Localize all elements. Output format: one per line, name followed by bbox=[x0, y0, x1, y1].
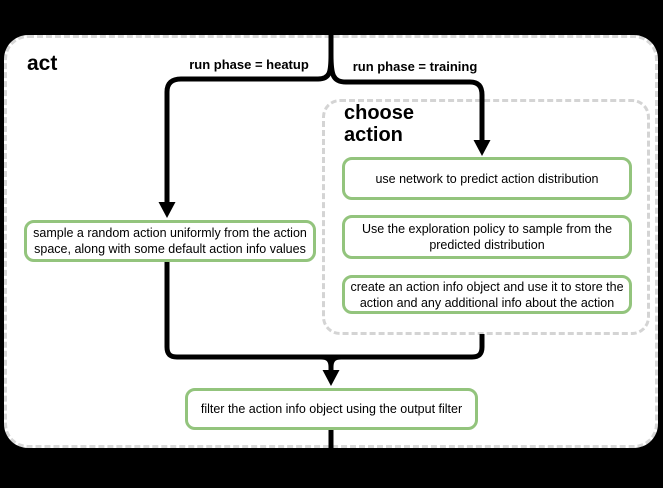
training-arrowhead-icon bbox=[473, 140, 491, 156]
heatup-merge-line bbox=[164, 260, 331, 360]
branch-label-training: run phase = training bbox=[352, 59, 478, 74]
node-exploration-policy-sample: Use the exploration policy to sample fro… bbox=[342, 215, 632, 259]
merge-arrowhead-icon bbox=[322, 370, 340, 386]
heatup-branch-line bbox=[164, 54, 334, 203]
merge-drop-line bbox=[320, 354, 342, 371]
training-branch-line bbox=[328, 54, 485, 141]
act-title: act bbox=[27, 52, 58, 75]
choose-action-title: choose action bbox=[344, 102, 415, 146]
heatup-arrowhead-icon bbox=[158, 202, 176, 218]
training-merge-line bbox=[331, 334, 485, 360]
node-predict-action-distribution: use network to predict action distributi… bbox=[342, 157, 632, 200]
node-create-action-info: create an action info object and use it … bbox=[342, 275, 632, 314]
node-filter-action-info: filter the action info object using the … bbox=[185, 388, 478, 430]
node-sample-random-action: sample a random action uniformly from th… bbox=[24, 220, 316, 262]
branch-label-heatup: run phase = heatup bbox=[189, 57, 309, 72]
